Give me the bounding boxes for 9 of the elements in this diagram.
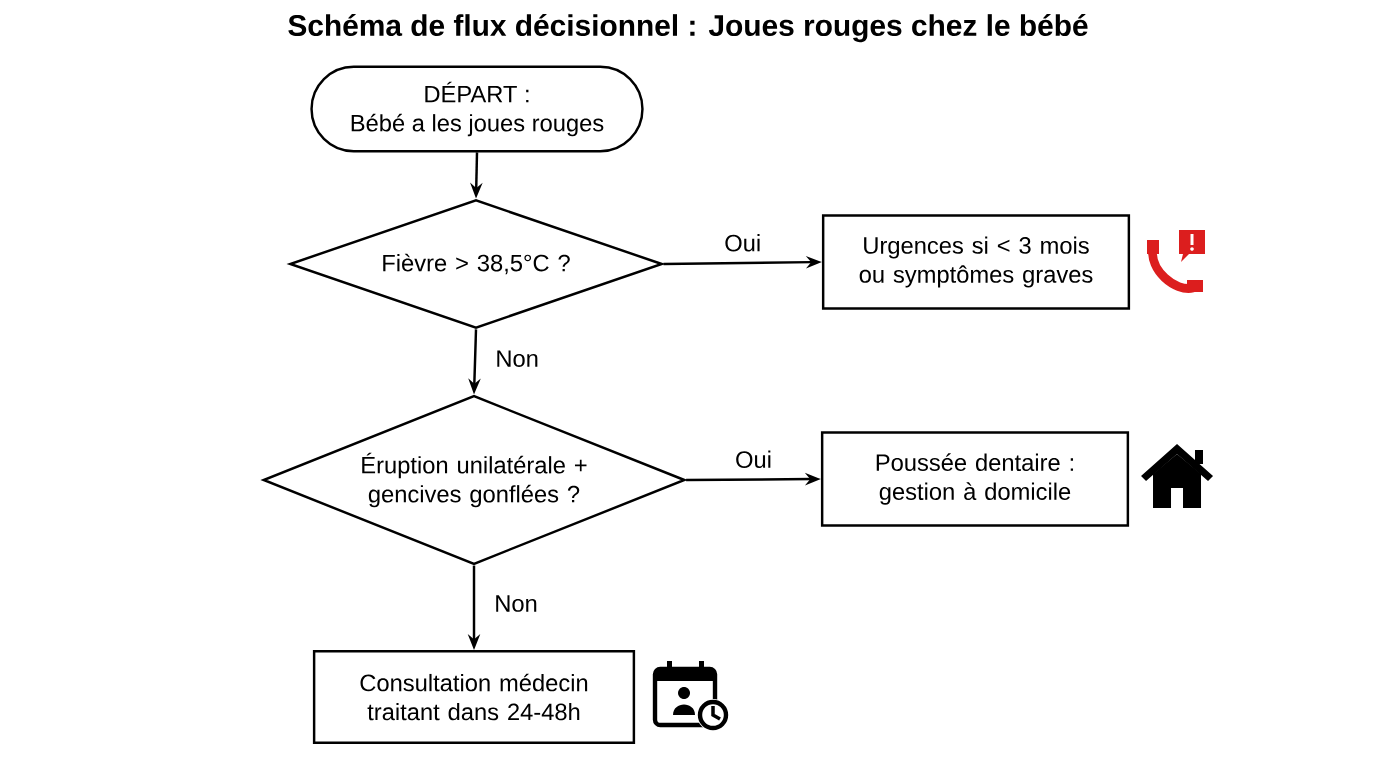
start-terminal: DÉPART : Bébé a les joues rouges: [310, 65, 644, 153]
process-box: Poussée dentaire : gestion à domicile: [820, 431, 1130, 527]
process-box: Consultation médecin traitant dans 24-48h: [312, 650, 636, 744]
title: Schéma de flux décisionnel : Joues rouges chez le bébé: [288, 13, 1088, 43]
edge-label: Non: [496, 595, 537, 612]
edge-label: Oui: [725, 234, 760, 252]
edge-label: Non: [497, 350, 538, 367]
process-box: Urgences si < 3 mois ou symptômes graves: [821, 214, 1131, 310]
edge-label: Oui: [736, 450, 771, 468]
